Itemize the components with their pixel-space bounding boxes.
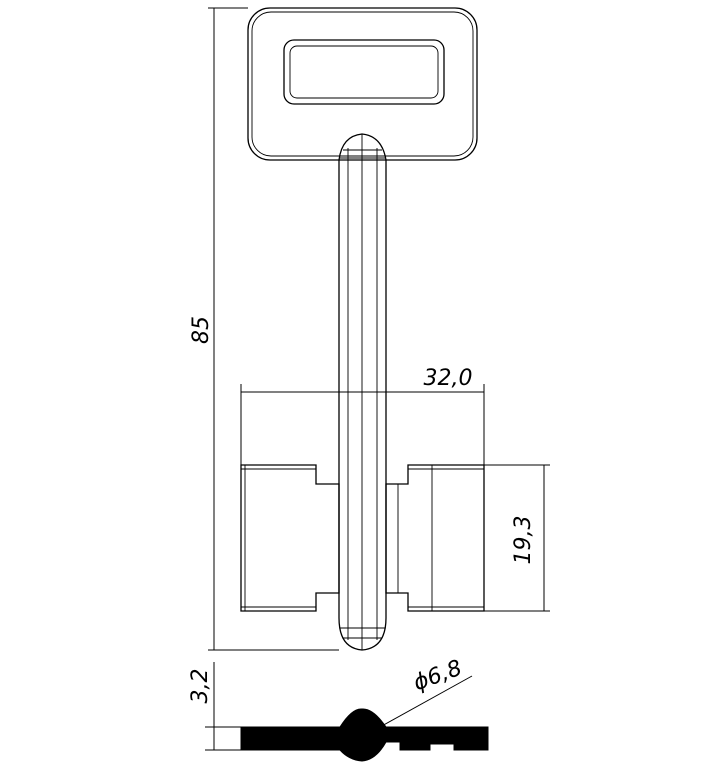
dimension-label-thickness: 3,2: [188, 669, 213, 704]
key-cross-section: [240, 708, 489, 762]
dimension-bit-height: 19,3: [484, 464, 550, 612]
dimension-label-diameter: ϕ6,8: [410, 656, 465, 696]
dimension-label-width: 32,0: [424, 366, 473, 391]
dimension-label-height: 19,3: [511, 516, 536, 565]
dimension-shaft-diameter: ϕ6,8: [379, 656, 473, 728]
dimension-thickness: 3,2: [188, 662, 241, 751]
dimension-bit-width: 32,0: [240, 366, 485, 465]
key-bit-right: [385, 464, 485, 612]
dimension-label-length: 85: [189, 316, 214, 344]
key-bow: [247, 7, 478, 161]
dimension-overall-length: 85: [189, 7, 339, 651]
key-bit-left: [240, 464, 340, 612]
